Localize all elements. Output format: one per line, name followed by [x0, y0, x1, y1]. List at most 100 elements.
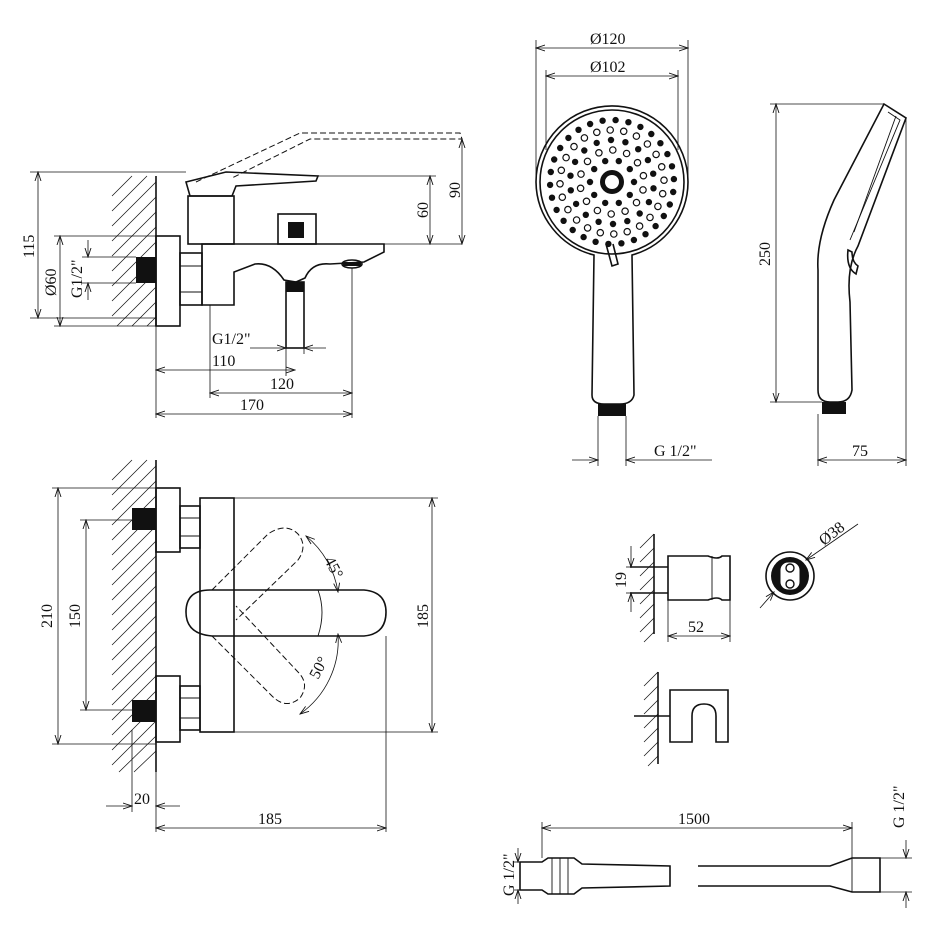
- angle-50-label: 50°: [307, 654, 333, 682]
- dim-diameter-60-label: Ø60: [43, 268, 60, 296]
- nozzle: [569, 226, 576, 234]
- nozzle: [648, 130, 655, 138]
- nozzle: [546, 181, 554, 189]
- nozzle: [615, 199, 623, 207]
- nozzle: [570, 142, 578, 151]
- nozzle: [645, 198, 653, 206]
- eccentric-nut-side: [179, 252, 203, 306]
- wall-hatch-front: [111, 459, 157, 773]
- aerator: [343, 262, 361, 266]
- spray-selector[interactable]: [605, 243, 619, 268]
- nozzle: [615, 157, 623, 165]
- screw-hole-bottom: [785, 579, 795, 589]
- nozzle: [624, 217, 631, 225]
- nozzle: [576, 184, 585, 193]
- nozzle: [608, 146, 617, 154]
- dim-115-label: 115: [21, 235, 38, 258]
- nozzle: [632, 198, 641, 207]
- upper-flange: [155, 487, 181, 553]
- dim-hose-thread-right-label: G 1/2": [891, 785, 908, 828]
- nozzle: [664, 150, 671, 158]
- nozzle: [586, 120, 594, 128]
- nozzle: [558, 193, 567, 202]
- nozzle: [575, 126, 582, 134]
- wall-holder-side: [626, 533, 730, 643]
- nozzle: [660, 212, 668, 220]
- dim-1500-label: 1500: [678, 811, 710, 828]
- nozzle: [581, 147, 588, 154]
- dim-110-label: 110: [212, 353, 235, 370]
- nozzle: [572, 200, 580, 208]
- nozzle: [643, 140, 652, 148]
- diverter-knob[interactable]: [277, 213, 317, 245]
- lower-inlet-thread: [132, 700, 156, 722]
- nozzle: [650, 185, 657, 192]
- nozzle: [560, 217, 567, 224]
- dim-75-label: 75: [852, 443, 868, 460]
- nozzle: [599, 117, 606, 124]
- outlet-thread-side: [286, 282, 304, 292]
- lever-side: [185, 171, 320, 197]
- nozzle: [596, 228, 605, 237]
- angle-45-label: 45°: [320, 554, 346, 582]
- holder-base-outer: [765, 551, 815, 601]
- nozzle: [557, 144, 564, 152]
- nozzle: [635, 145, 642, 153]
- nozzle: [556, 180, 564, 188]
- nozzle: [592, 128, 601, 137]
- nozzle: [582, 197, 591, 206]
- dim-diameter-38-label: Ø38: [816, 519, 848, 549]
- nozzle: [639, 186, 647, 194]
- nozzle: [644, 156, 652, 164]
- nozzle: [583, 157, 592, 166]
- upper-nut: [179, 505, 201, 549]
- dim-185-horizontal-label: 185: [258, 811, 282, 828]
- shower-head-outline: [535, 105, 689, 405]
- nozzle: [612, 116, 619, 124]
- mixer-front-view: [52, 459, 438, 832]
- nozzle: [658, 189, 667, 198]
- dim-thread-left-label: G1/2": [69, 259, 86, 298]
- nozzle: [567, 187, 575, 194]
- nozzle: [562, 153, 570, 162]
- shower-side-outline: [817, 102, 907, 403]
- shower-hose: [514, 822, 912, 908]
- center-nozzle-inner: [605, 175, 619, 189]
- nozzle: [593, 206, 602, 215]
- mixer-body-side: [201, 243, 385, 306]
- nozzle: [668, 163, 676, 170]
- nozzle: [557, 166, 566, 175]
- nozzle: [625, 118, 632, 126]
- nozzle: [591, 165, 598, 173]
- nozzle: [657, 163, 666, 171]
- nozzle: [607, 136, 615, 144]
- hose-left-end: [519, 857, 671, 895]
- nozzle: [602, 157, 609, 165]
- nozzle: [652, 222, 659, 230]
- nozzle: [580, 134, 589, 142]
- cartridge-column: [187, 195, 235, 245]
- dim-90-label: 90: [447, 182, 464, 198]
- nozzle: [580, 233, 587, 241]
- dim-diameter-120-label: Ø120: [590, 31, 626, 48]
- nozzle: [657, 139, 664, 147]
- nozzle: [626, 191, 634, 199]
- upper-inlet-thread: [132, 508, 156, 530]
- lever-front[interactable]: [185, 589, 387, 637]
- nozzle: [670, 175, 678, 183]
- diverter-cap: [288, 222, 304, 238]
- dim-diameter-102-label: Ø102: [590, 59, 626, 76]
- nozzle: [666, 201, 674, 208]
- dim-150-label: 150: [67, 604, 84, 628]
- nozzle: [670, 188, 677, 196]
- nozzle: [593, 139, 600, 147]
- nozzle: [646, 213, 654, 222]
- nozzle: [633, 158, 642, 167]
- mixer-side-view: [30, 132, 462, 418]
- wall-holder-front: [759, 523, 859, 609]
- nozzle: [621, 207, 629, 216]
- nozzle: [630, 178, 638, 186]
- wall-hatch-side: [111, 175, 157, 327]
- nozzle: [637, 123, 644, 131]
